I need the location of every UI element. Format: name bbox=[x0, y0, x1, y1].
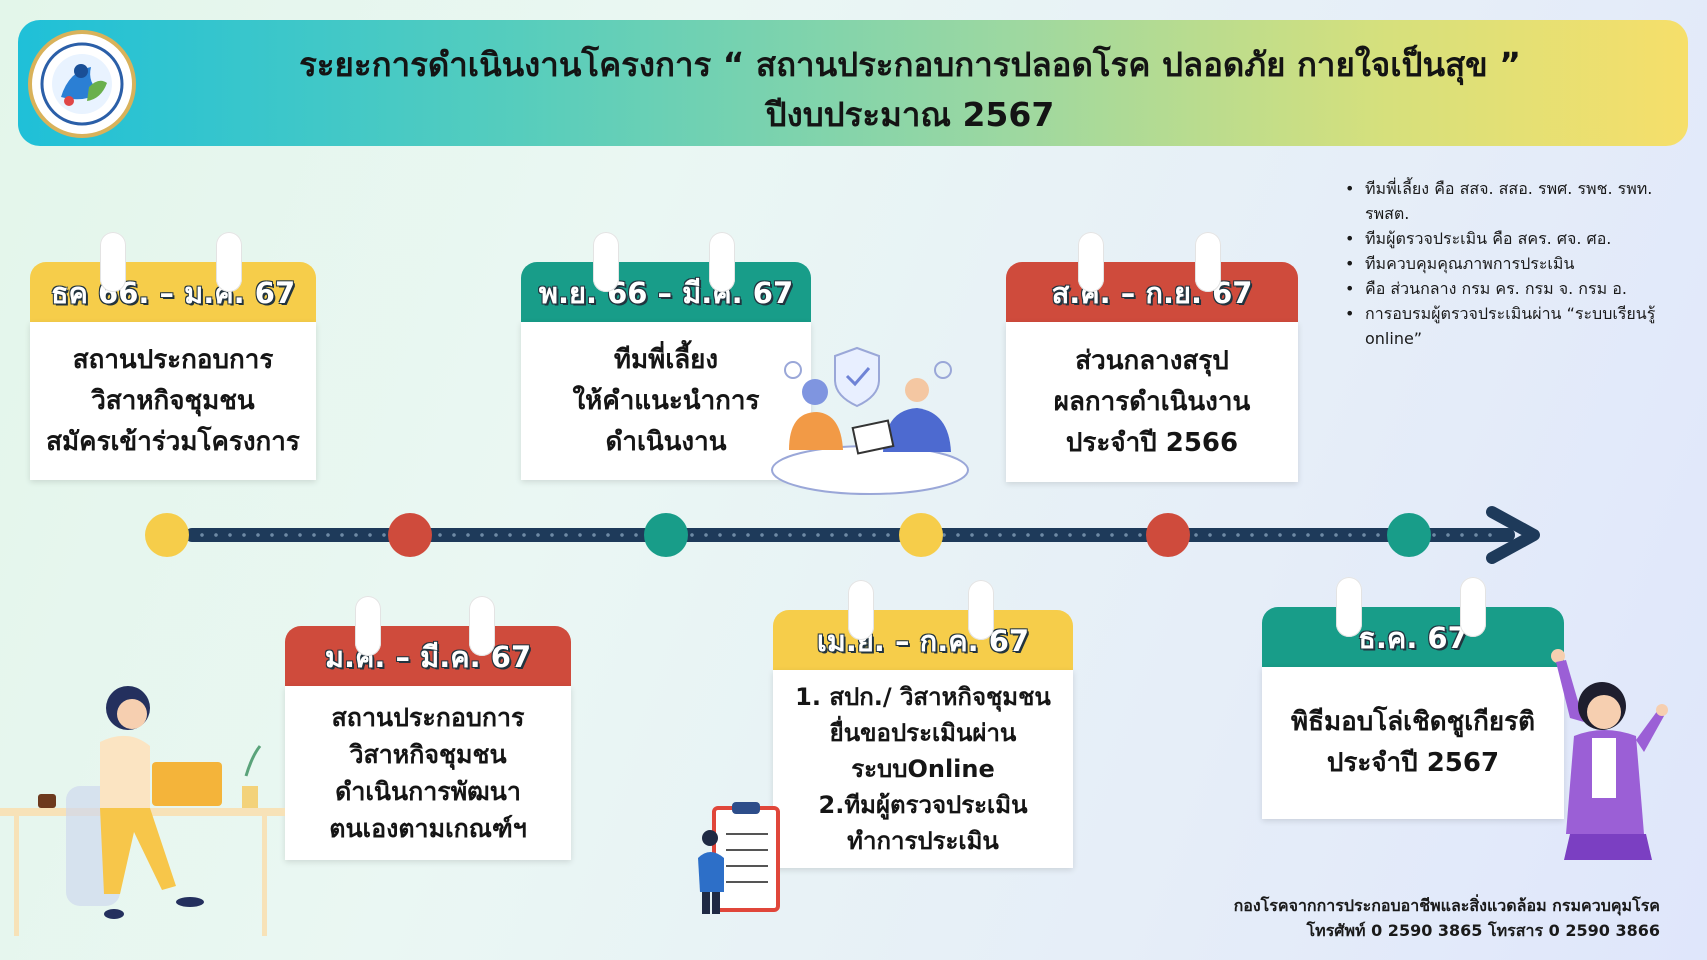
card-header: ม.ค. – มี.ค. 67 bbox=[285, 626, 571, 686]
consultation-illustration-icon bbox=[771, 346, 969, 495]
card-date: พ.ย. 66 – มี.ค. 67 bbox=[538, 276, 794, 310]
note-item: ทีมพี่เลี้ยง คือ สสจ. สสอ. รพศ. รพช. รพท… bbox=[1345, 176, 1695, 226]
timeline-arrow-icon bbox=[1486, 506, 1540, 564]
calendar-ring-icon bbox=[216, 232, 242, 292]
timeline-dot-3 bbox=[644, 513, 688, 557]
calendar-ring-icon bbox=[1195, 232, 1221, 292]
card-header: พ.ย. 66 – มี.ค. 67 bbox=[521, 262, 811, 322]
footer-department: กองโรคจากการประกอบอาชีพและสิ่งแวดล้อม กร… bbox=[1233, 896, 1660, 915]
timeline-dot-6 bbox=[1387, 513, 1431, 557]
note-item: ทีมผู้ตรวจประเมิน คือ สคร. ศจ. ศอ. bbox=[1345, 226, 1695, 251]
note-item: ทีมควบคุมคุณภาพการประเมิน bbox=[1345, 251, 1695, 276]
calendar-ring-icon bbox=[100, 232, 126, 292]
card-body: ส่วนกลางสรุป ผลการดำเนินงาน ประจำปี 2566 bbox=[1006, 322, 1298, 482]
card-body: สถานประกอบการ วิสาหกิจชุมชน ดำเนินการพัฒ… bbox=[285, 686, 571, 860]
notes-list: ทีมพี่เลี้ยง คือ สสจ. สสอ. รพศ. รพช. รพท… bbox=[1345, 176, 1695, 351]
card-body: ทีมพี่เลี้ยง ให้คำแนะนำการ ดำเนินงาน bbox=[521, 322, 811, 480]
timeline-dot-5 bbox=[1146, 513, 1190, 557]
card-body: พิธีมอบโล่เชิดชูเกียรติ ประจำปี 2567 bbox=[1262, 667, 1564, 819]
clipboard-checklist-illustration-icon bbox=[698, 802, 780, 914]
calendar-ring-icon bbox=[848, 580, 874, 640]
timeline-dot-1 bbox=[145, 513, 189, 557]
card-body: 1. สปก./ วิสาหกิจชุมชน ยื่นขอประเมินผ่าน… bbox=[773, 670, 1073, 868]
timeline-dot-2 bbox=[388, 513, 432, 557]
card-date: ธค 66. – ม.ค. 67 bbox=[50, 276, 296, 310]
cheering-woman-illustration-icon bbox=[1551, 649, 1668, 860]
calendar-ring-icon bbox=[355, 596, 381, 656]
timeline-dotted-track bbox=[195, 533, 1500, 537]
note-item: คือ ส่วนกลาง กรม คร. กรม จ. กรม อ. bbox=[1345, 276, 1695, 301]
calendar-ring-icon bbox=[709, 232, 735, 292]
card-date: ธ.ค. 67 bbox=[1358, 621, 1468, 655]
calendar-ring-icon bbox=[469, 596, 495, 656]
footer-phone: โทรศัพท์ 0 2590 3865 โทรสาร 0 2590 3866 bbox=[1306, 921, 1660, 940]
woman-working-illustration-icon bbox=[0, 686, 285, 936]
calendar-ring-icon bbox=[1460, 577, 1486, 637]
page-title: ระยะการดำเนินงานโครงการ “ สถานประกอบการป… bbox=[150, 40, 1670, 140]
calendar-ring-icon bbox=[968, 580, 994, 640]
card-body: สถานประกอบการ วิสาหกิจชุมชน สมัครเข้าร่ว… bbox=[30, 322, 316, 480]
department-logo bbox=[28, 30, 136, 138]
header-banner bbox=[18, 20, 1688, 146]
calendar-ring-icon bbox=[1336, 577, 1362, 637]
card-header: เม.ย. – ก.ค. 67 bbox=[773, 610, 1073, 670]
card-header: ธค 66. – ม.ค. 67 bbox=[30, 262, 316, 322]
card-header: ส.ค. – ก.ย. 67 bbox=[1006, 262, 1298, 322]
note-item: การอบรมผู้ตรวจประเมินผ่าน “ระบบเรียนรู้ … bbox=[1345, 301, 1695, 351]
title-line-1: ระยะการดำเนินงานโครงการ “ สถานประกอบการป… bbox=[299, 45, 1521, 84]
timeline-dot-4 bbox=[899, 513, 943, 557]
title-line-2: ปีงบประมาณ 2567 bbox=[765, 95, 1055, 134]
footer-contact: กองโรคจากการประกอบอาชีพและสิ่งแวดล้อม กร… bbox=[1100, 893, 1660, 943]
logo-emblem-icon bbox=[40, 42, 124, 126]
card-header: ธ.ค. 67 bbox=[1262, 607, 1564, 667]
calendar-ring-icon bbox=[1078, 232, 1104, 292]
calendar-ring-icon bbox=[593, 232, 619, 292]
